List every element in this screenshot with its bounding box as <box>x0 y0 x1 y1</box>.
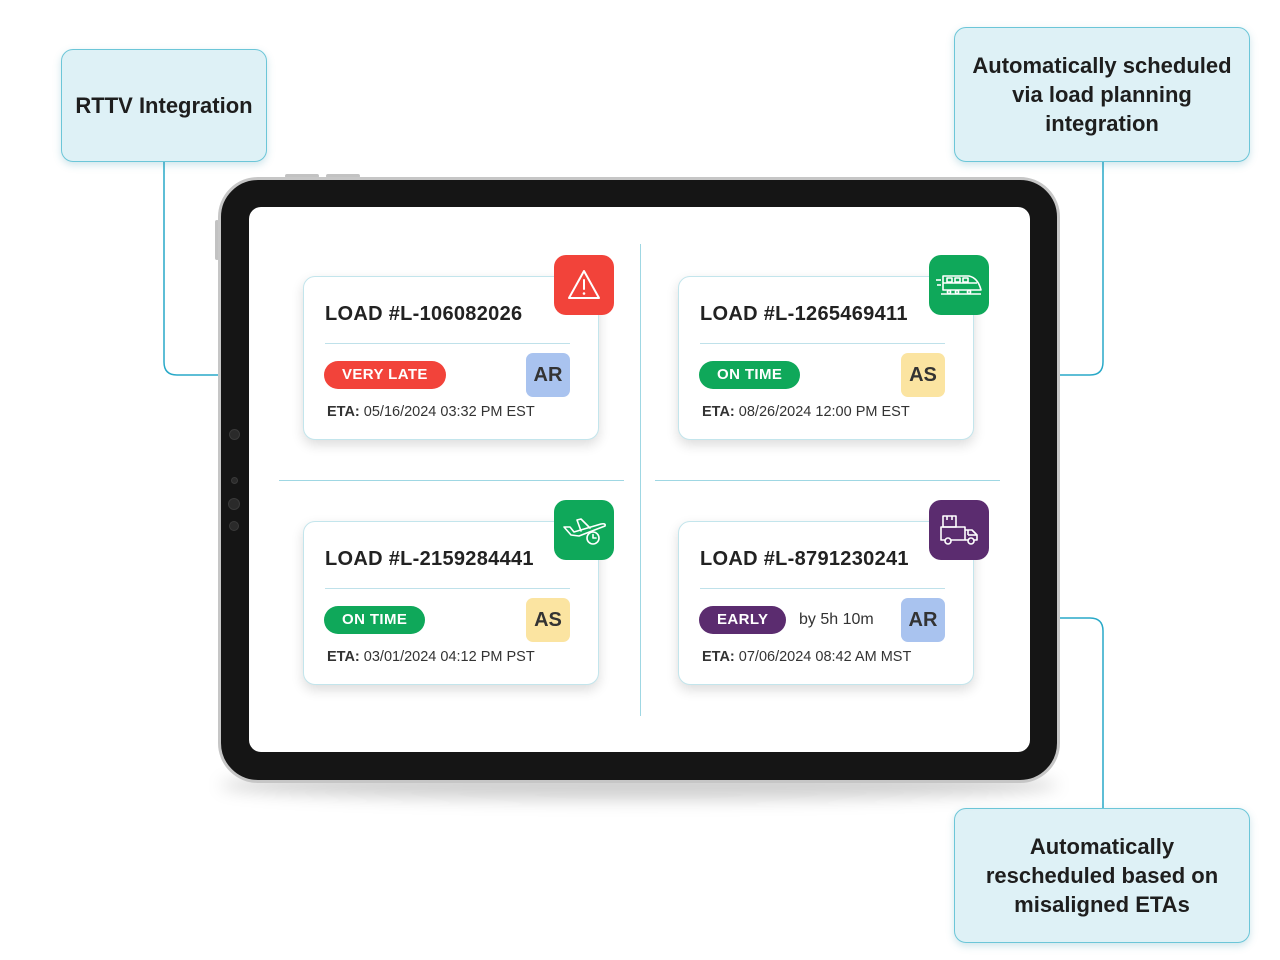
load-card-2[interactable]: LOAD #L-1265469411 ON TIME AS ETA: 08/26… <box>678 255 989 440</box>
assignee-avatar[interactable]: AR <box>526 353 570 397</box>
eta-value: 05/16/2024 03:32 PM EST <box>363 404 535 420</box>
grid-divider-vertical <box>640 244 641 716</box>
eta-value: 07/06/2024 08:42 AM MST <box>738 649 912 665</box>
load-card-4[interactable]: LOAD #L-8791230241 EARLY by 5h 10m AR ET… <box>678 500 989 685</box>
delivery-truck-icon <box>929 500 989 560</box>
card-divider <box>325 343 570 344</box>
status-offset-text: by 5h 10m <box>799 611 874 628</box>
tablet-sensor <box>229 429 240 440</box>
grid-divider-horizontal <box>279 480 624 481</box>
eta-text: ETA: 07/06/2024 08:42 AM MST <box>702 649 911 665</box>
eta-value: 08/26/2024 12:00 PM EST <box>738 404 910 420</box>
card-divider <box>700 588 945 589</box>
load-card-1[interactable]: LOAD #L-106082026 VERY LATE AR ETA: 05/1… <box>303 255 614 440</box>
airplane-clock-icon <box>554 500 614 560</box>
tablet-button-volume-up <box>285 174 319 178</box>
callout-rttv-integration: RTTV Integration <box>61 49 267 162</box>
eta-text: ETA: 03/01/2024 04:12 PM PST <box>327 649 535 665</box>
callout-text: Automatically scheduled via load plannin… <box>972 53 1232 136</box>
eta-text: ETA: 08/26/2024 12:00 PM EST <box>702 404 910 420</box>
load-card-3[interactable]: LOAD #L-2159284441 ON TIME AS ETA: 03/01… <box>303 500 614 685</box>
callout-text: RTTV Integration <box>75 93 253 118</box>
eta-label: ETA: <box>702 649 735 665</box>
load-card-title: LOAD #L-8791230241 <box>700 548 909 570</box>
assignee-avatar[interactable]: AS <box>526 598 570 642</box>
callout-rescheduled: Automatically rescheduled based on misal… <box>954 808 1250 943</box>
status-badge-on-time: ON TIME <box>699 361 801 389</box>
load-card-title: LOAD #L-1265469411 <box>700 303 908 325</box>
tablet-sensor <box>231 477 238 484</box>
tablet-button-power <box>215 220 219 260</box>
callout-text: Automatically rescheduled based on misal… <box>985 834 1219 917</box>
assignee-avatar[interactable]: AS <box>901 353 945 397</box>
warning-icon <box>554 255 614 315</box>
callout-load-planning: Automatically scheduled via load plannin… <box>954 27 1250 162</box>
eta-label: ETA: <box>327 649 360 665</box>
card-divider <box>700 343 945 344</box>
train-icon <box>929 255 989 315</box>
tablet-sensor <box>229 521 239 531</box>
eta-text: ETA: 05/16/2024 03:32 PM EST <box>327 404 535 420</box>
tablet-button-volume-down <box>326 174 360 178</box>
tablet-screen: LOAD #L-106082026 VERY LATE AR ETA: 05/1… <box>249 207 1030 752</box>
eta-label: ETA: <box>327 404 360 420</box>
status-badge-very-late: VERY LATE <box>324 361 446 389</box>
grid-divider-horizontal <box>655 480 1000 481</box>
status-badge-early: EARLY <box>699 606 787 634</box>
card-divider <box>325 588 570 589</box>
eta-label: ETA: <box>702 404 735 420</box>
tablet-camera <box>228 498 240 510</box>
load-card-title: LOAD #L-106082026 <box>325 303 523 325</box>
assignee-avatar[interactable]: AR <box>901 598 945 642</box>
eta-value: 03/01/2024 04:12 PM PST <box>363 649 535 665</box>
load-card-title: LOAD #L-2159284441 <box>325 548 534 570</box>
status-badge-on-time: ON TIME <box>324 606 426 634</box>
